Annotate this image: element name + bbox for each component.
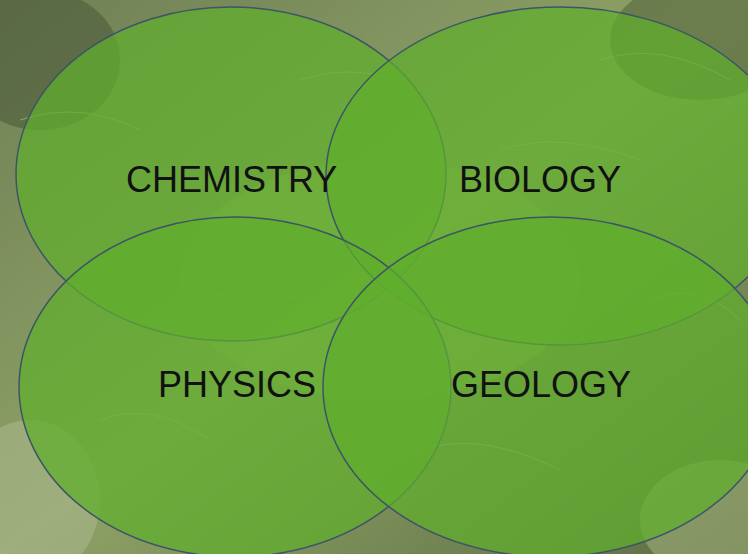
subject-label: GEOLOGY	[451, 365, 631, 405]
subject-label: PHYSICS	[158, 365, 316, 405]
subject-label: BIOLOGY	[459, 160, 621, 200]
subject-label: CHEMISTRY	[126, 160, 337, 200]
venn-ellipse: GEOLOGY	[322, 216, 748, 554]
